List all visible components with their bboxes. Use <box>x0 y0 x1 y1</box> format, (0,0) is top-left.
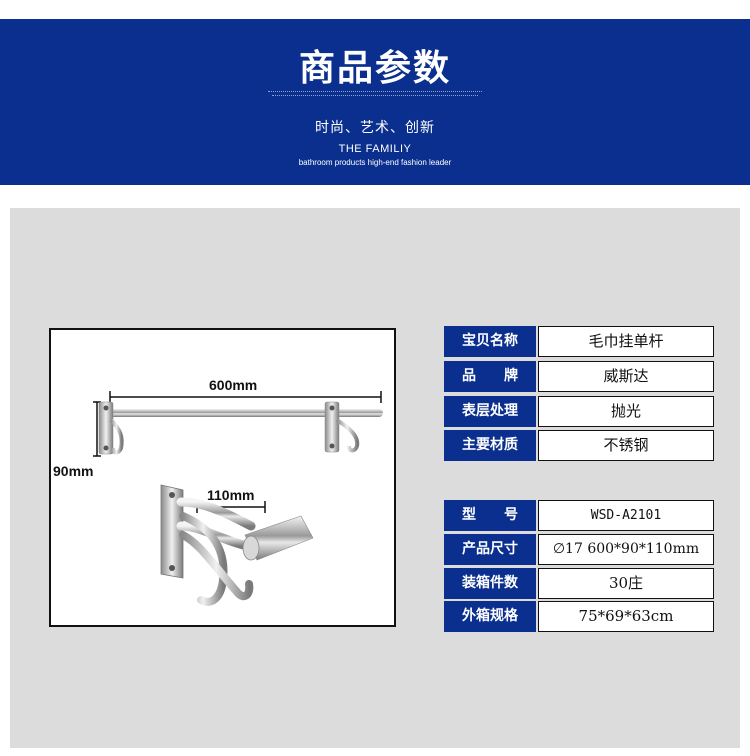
spec-row: 宝贝名称 毛巾挂单杆 <box>444 326 714 357</box>
spec-label: 表层处理 <box>444 396 536 427</box>
page-title: 商品参数 <box>298 48 451 89</box>
decorative-fine-line <box>272 95 478 97</box>
product-photo: 600mm 90mm 110mm <box>49 328 396 627</box>
spec-label: 宝贝名称 <box>444 326 536 357</box>
depth-label: 110mm <box>207 487 255 503</box>
spec-label: 主要材质 <box>444 430 536 461</box>
spec-value: 30庄 <box>538 568 714 599</box>
length-label: 600mm <box>209 377 258 393</box>
spec-value: 不锈钢 <box>538 430 714 461</box>
spec-row: 装箱件数 30庄 <box>444 568 714 599</box>
spec-value: 抛光 <box>538 396 714 427</box>
height-label: 90mm <box>53 463 94 479</box>
spec-row: 主要材质 不锈钢 <box>444 430 714 461</box>
spec-label: 装箱件数 <box>444 568 536 599</box>
spec-value: 毛巾挂单杆 <box>538 326 714 357</box>
banner-family: THE FAMILIY <box>338 143 412 155</box>
spec-value: 75*69*63cm <box>538 601 714 632</box>
spec-label: 品 牌 <box>444 361 536 392</box>
bracket-closeup <box>160 484 314 606</box>
spec-value: ∅17 600*90*110mm <box>538 534 714 565</box>
spec-label: 产品尺寸 <box>444 534 536 565</box>
spec-row: 型 号 WSD-A2101 <box>444 500 714 531</box>
spec-row: 表层处理 抛光 <box>444 396 714 427</box>
spec-value: 威斯达 <box>538 361 714 392</box>
spec-label: 型 号 <box>444 500 536 531</box>
decorative-fine-line <box>268 91 482 93</box>
spec-value: WSD-A2101 <box>538 500 714 531</box>
towel-bar-illustration <box>93 391 383 606</box>
spec-label: 外箱规格 <box>444 601 536 632</box>
header-banner: 商品参数 时尚、艺术、创新 THE FAMILIY bathroom produ… <box>0 19 750 185</box>
banner-slogan: 时尚、艺术、创新 <box>315 120 435 136</box>
spec-row: 产品尺寸 ∅17 600*90*110mm <box>444 534 714 565</box>
spec-row: 品 牌 威斯达 <box>444 361 714 392</box>
towel-bar-rod <box>105 409 383 417</box>
banner-tagline: bathroom products high-end fashion leade… <box>298 158 452 167</box>
spec-row: 外箱规格 75*69*63cm <box>444 601 714 632</box>
